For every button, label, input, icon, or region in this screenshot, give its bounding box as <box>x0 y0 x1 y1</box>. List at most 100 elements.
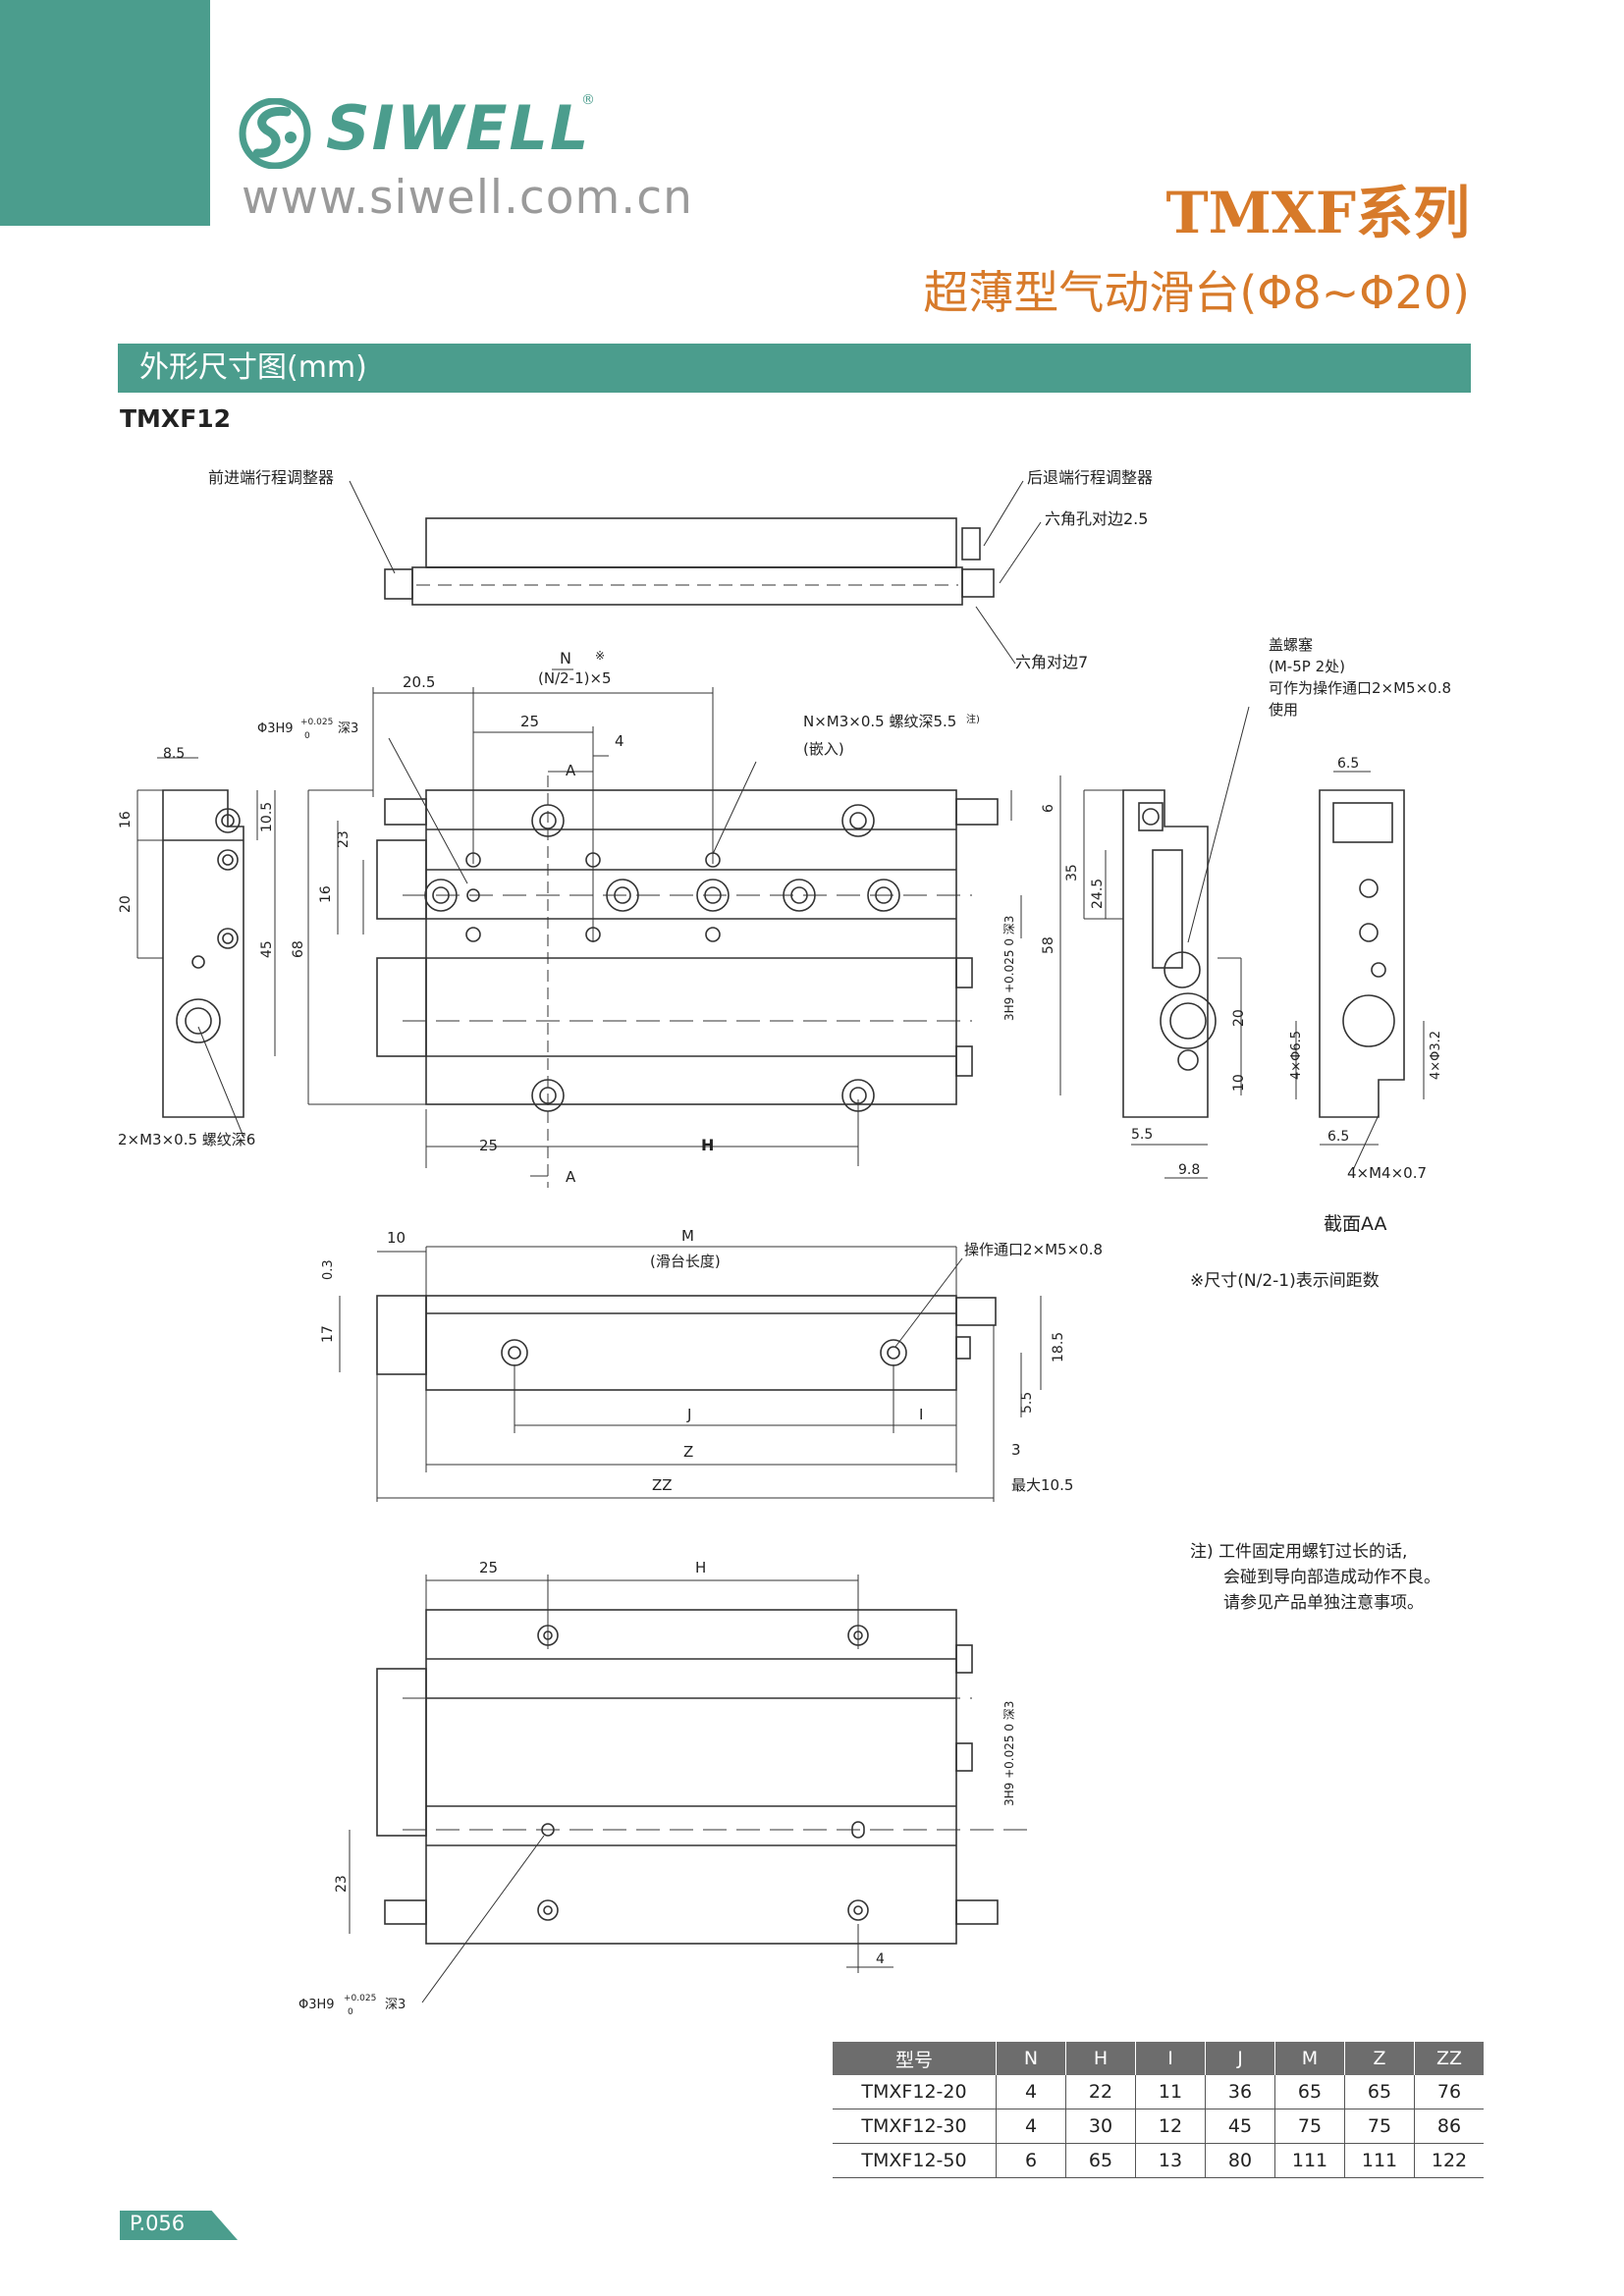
pin-hole-depth: 深3 <box>338 721 358 736</box>
dim-0-3: 0.3 <box>321 1259 336 1280</box>
dim-20-left: 20 <box>118 895 134 913</box>
table-cell: 65 <box>1065 2143 1136 2178</box>
table-header: H <box>1065 2042 1136 2075</box>
section-title-bar: 外形尺寸图(mm) <box>118 344 1471 393</box>
table-cell: 6 <box>996 2143 1066 2178</box>
dim-9-8: 9.8 <box>1178 1162 1200 1178</box>
dim-5-5-right: 5.5 <box>1131 1127 1153 1143</box>
dim-6-5-bottom: 6.5 <box>1327 1129 1349 1145</box>
table-cell: 22 <box>1065 2075 1136 2109</box>
pin-hole-label-bottom: Φ3H9 <box>298 1998 335 2012</box>
dim-10-5: 10.5 <box>259 802 275 832</box>
dim-20-5: 20.5 <box>403 673 435 691</box>
port-label: 操作通口2×M5×0.8 <box>964 1241 1103 1258</box>
corner-accent-block <box>0 0 210 226</box>
table-cell: TMXF12-30 <box>833 2109 997 2144</box>
table-cell: 86 <box>1414 2109 1484 2144</box>
dim-6-5-top: 6.5 <box>1337 756 1359 772</box>
table-cell: 4 <box>996 2075 1066 2109</box>
dim-23-front: 23 <box>336 830 352 848</box>
table-cell: 111 <box>1274 2143 1345 2178</box>
registered-mark: ® <box>581 92 595 108</box>
table-cell: 4 <box>996 2109 1066 2144</box>
hex-side-label: 六角对边7 <box>1015 653 1088 671</box>
table-header: I <box>1135 2042 1206 2075</box>
dim-45: 45 <box>259 940 275 958</box>
pitch-note: ※尺寸(N/2-1)表示间距数 <box>1190 1271 1380 1291</box>
dim-16-front: 16 <box>318 885 334 903</box>
section-a-top: A <box>566 762 576 779</box>
table-cell: 30 <box>1065 2109 1136 2144</box>
dim-6-front: 6 <box>1041 804 1056 813</box>
brand-website: www.siwell.com.cn <box>242 171 693 225</box>
pin-hole-tol-bottom: +0.025 <box>344 1994 376 2003</box>
series-subtitle: 超薄型气动滑台(Φ8~Φ20) <box>923 266 1470 319</box>
dim-25-base: 25 <box>479 1137 498 1154</box>
table-header: M <box>1274 2042 1345 2075</box>
dim-4-front: 4 <box>615 732 624 750</box>
dim-8-5: 8.5 <box>163 746 185 762</box>
dim-58: 58 <box>1041 936 1056 954</box>
siwell-emblem-icon <box>239 97 311 170</box>
side-holes-6-5: 4×Φ6.5 <box>1289 1031 1304 1080</box>
pin-hole-tol-low: 0 <box>304 731 310 741</box>
brand-logo: SIWELL ® www.siwell.com.cn <box>236 92 692 225</box>
base-thread-label: 2×M3×0.5 螺纹深6 <box>118 1131 255 1148</box>
warning-line: 会碰到导向部造成动作不良。 <box>1223 1568 1440 1587</box>
model-name: TMXF12 <box>120 404 232 433</box>
table-cell: 75 <box>1274 2109 1345 2144</box>
section-a-bottom: A <box>566 1168 576 1186</box>
table-cell: TMXF12-20 <box>833 2075 997 2109</box>
dim-18-5: 18.5 <box>1051 1332 1066 1362</box>
table-cell: 76 <box>1414 2075 1484 2109</box>
dim-25-bottom: 25 <box>479 1559 498 1576</box>
pin-vertical-front: 3H9 +0.025 0 深3 <box>1002 916 1016 1021</box>
table-header: ZZ <box>1414 2042 1484 2075</box>
side-holes-3-2: 4×Φ3.2 <box>1429 1031 1443 1080</box>
table-cell: 36 <box>1205 2075 1275 2109</box>
dim-25-front: 25 <box>520 713 539 730</box>
n-thread-note: 注) <box>966 713 980 725</box>
pin-hole-tol-low-bottom: 0 <box>348 2007 353 2017</box>
series-title: TMXF系列 <box>1165 180 1470 246</box>
max-stroke-label: 最大10.5 <box>1011 1476 1073 1494</box>
cap-screw-label-4: 使用 <box>1269 701 1298 719</box>
table-row: TMXF12-20 4 22 11 36 65 65 76 <box>833 2075 1484 2109</box>
dim-3: 3 <box>1011 1441 1021 1459</box>
n-thread-label: N×M3×0.5 螺纹深5.5 <box>803 713 956 730</box>
pin-hole-label: Φ3H9 <box>257 721 294 736</box>
dim-4-bottom: 4 <box>876 1951 885 1967</box>
table-cell: 75 <box>1344 2109 1415 2144</box>
dim-5-5-side: 5.5 <box>1019 1392 1035 1414</box>
dim-17: 17 <box>320 1325 336 1343</box>
brand-name: SIWELL <box>326 92 591 164</box>
pitch-n-label: N <box>560 649 571 667</box>
pin-hole-tol: +0.025 <box>300 718 333 727</box>
table-cell: 65 <box>1274 2075 1345 2109</box>
table-cell: 45 <box>1205 2109 1275 2144</box>
pin-vertical-bottom: 3H9 +0.025 0 深3 <box>1002 1701 1016 1806</box>
side-thread-label: 4×M4×0.7 <box>1347 1164 1427 1182</box>
dim-zz: ZZ <box>652 1476 673 1494</box>
table-header-row: 型号 N H I J M Z ZZ <box>833 2042 1484 2075</box>
page-number: P.056 <box>130 2212 186 2235</box>
dim-23-bottom: 23 <box>334 1875 350 1893</box>
pitch-formula: (N/2-1)×5 <box>538 669 612 687</box>
dim-10-right: 10 <box>1231 1074 1247 1092</box>
table-cell: 122 <box>1414 2143 1484 2178</box>
table-row: TMXF12-30 4 30 12 45 75 75 86 <box>833 2109 1484 2144</box>
warning-line: 注) 工件固定用螺钉过长的话, <box>1190 1542 1408 1562</box>
section-aa-label: 截面AA <box>1324 1213 1387 1235</box>
warning-note: 注) 工件固定用螺钉过长的话, 会碰到导向部造成动作不良。 请参见产品单独注意事… <box>1190 1539 1440 1616</box>
dim-h-front: H <box>701 1136 714 1154</box>
dim-i: I <box>919 1406 923 1423</box>
pin-hole-depth-bottom: 深3 <box>385 1998 406 2012</box>
dim-20-right: 20 <box>1231 1009 1247 1027</box>
dim-24-5: 24.5 <box>1090 879 1106 909</box>
dim-z: Z <box>683 1443 693 1461</box>
slide-length-label: (滑台长度) <box>650 1253 721 1270</box>
rear-adjuster-label: 后退端行程调整器 <box>1027 468 1153 487</box>
table-cell: 11 <box>1135 2075 1206 2109</box>
table-cell: 65 <box>1344 2075 1415 2109</box>
